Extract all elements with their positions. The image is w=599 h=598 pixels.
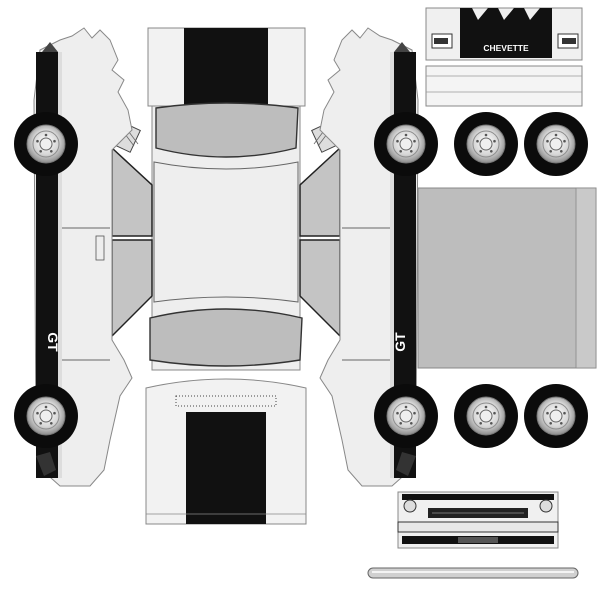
trunk-stripe: [186, 412, 266, 524]
right-side-window-top: [299, 146, 341, 237]
spare-wheel-1: [453, 111, 519, 177]
right-side-piece: GT: [319, 27, 439, 487]
left-vent: [115, 123, 141, 153]
rear-nameplate: CHEVETTE: [483, 43, 529, 53]
left-gt-badge: GT: [45, 332, 61, 352]
windshield: [155, 102, 299, 158]
right-gt-badge: GT: [392, 332, 408, 352]
front-upper-bar: [402, 494, 554, 500]
wheel-icon: [373, 383, 439, 449]
left-stripe-fill: [58, 52, 62, 478]
left-side-window-top: [111, 146, 153, 237]
front-headlight-right: [539, 499, 553, 513]
underbody-panel: [417, 187, 597, 369]
rear-nameplate-bg: [470, 40, 542, 54]
front-bumper: [397, 521, 559, 533]
right-top-wheel: [373, 111, 439, 177]
rear-bumper-tab: [425, 65, 583, 107]
left-bottom-wheel: [13, 383, 79, 449]
wheel-icon: [13, 111, 79, 177]
front-headlight-left: [403, 499, 417, 513]
right-side-window-bottom: [299, 239, 341, 338]
rear-window: [149, 308, 303, 367]
hood-stripe: [184, 28, 268, 106]
underbody-plate: [417, 187, 597, 369]
left-top-wheel: [13, 111, 79, 177]
wheel-icon: [373, 111, 439, 177]
left-side-piece: GT: [13, 27, 133, 487]
front-grille-piece: [397, 491, 559, 549]
wheel-icon: [453, 383, 519, 449]
wheel-icon: [523, 111, 589, 177]
spare-wheel-3: [453, 383, 519, 449]
rear-panel: CHEVETTE: [425, 7, 583, 107]
wheel-icon: [523, 383, 589, 449]
wheel-icon: [453, 111, 519, 177]
right-bottom-wheel: [373, 383, 439, 449]
spare-wheel-4: [523, 383, 589, 449]
left-side-window-bottom: [111, 239, 153, 338]
spare-wheel-2: [523, 111, 589, 177]
roof-outline: [153, 161, 299, 303]
wheel-icon: [13, 383, 79, 449]
right-stripe-fill: [390, 52, 394, 478]
trunk-grille: [175, 395, 277, 407]
car-top-piece: [111, 27, 341, 525]
